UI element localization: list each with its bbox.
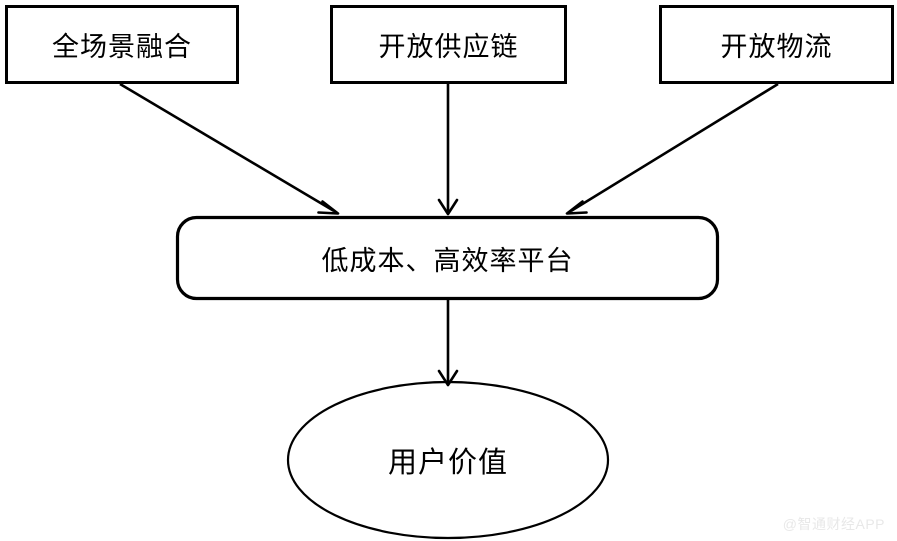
edge-box2-to-platform (437, 84, 459, 216)
node-box-2-shape[interactable] (330, 5, 567, 84)
node-value-shape[interactable] (286, 380, 610, 540)
edge-platform-to-value (437, 300, 459, 387)
node-box-3-shape[interactable] (659, 5, 894, 84)
edge-box3-to-platform (565, 82, 779, 215)
edge-box1-to-platform (119, 82, 340, 215)
node-box-1-shape[interactable] (5, 5, 239, 84)
node-platform-shape[interactable] (175, 215, 720, 301)
watermark: @智通财经APP (782, 516, 885, 532)
